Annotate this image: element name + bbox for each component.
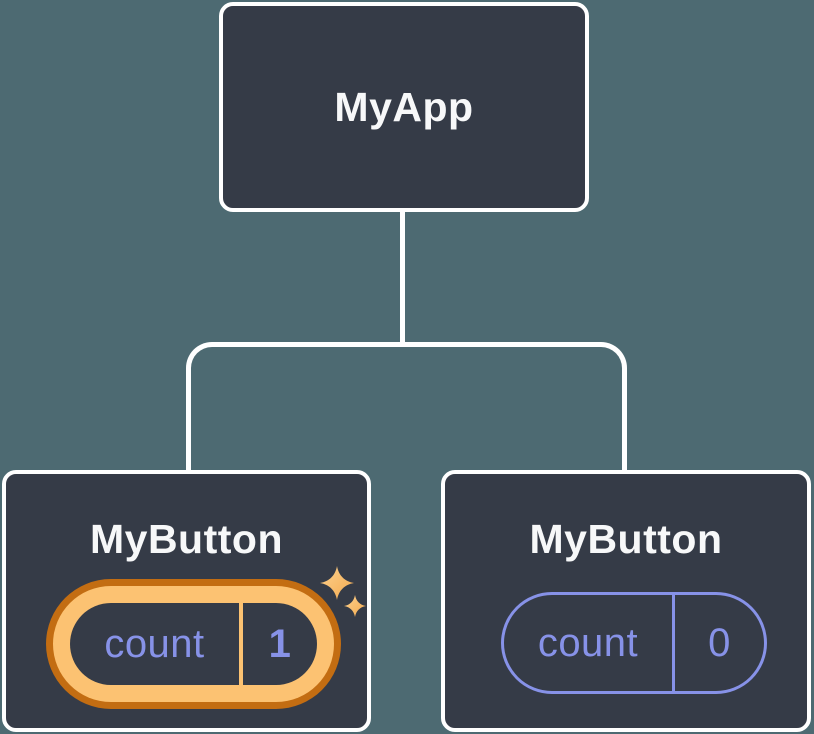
sparkle-icon (344, 595, 366, 617)
state-pill-right: count 0 (501, 592, 767, 694)
child-node-mybutton-left: MyButton count 1 (2, 470, 371, 732)
child-node-label: MyButton (89, 516, 283, 562)
sparkle-icon (320, 566, 354, 600)
state-pill-highlight-ring-outer: count 1 (46, 579, 341, 709)
state-pill-highlight-ring-inner: count 1 (53, 586, 334, 702)
state-value-label: 1 (268, 621, 292, 666)
child-node-label: MyButton (529, 516, 723, 562)
connector-branch-bracket (186, 342, 627, 472)
state-value-cell: 1 (243, 603, 317, 685)
state-pill-divider (239, 603, 243, 685)
connector-root-to-branch (400, 210, 405, 346)
root-node-myapp: MyApp (219, 2, 589, 212)
state-value-cell: 0 (675, 595, 764, 691)
state-value-label: 0 (708, 620, 731, 665)
state-key-cell: count (70, 603, 239, 685)
state-pill-left: count 1 (70, 603, 317, 685)
state-key-cell: count (504, 595, 672, 691)
state-key-label: count (104, 621, 205, 666)
root-node-label: MyApp (334, 83, 474, 130)
child-node-mybutton-right: MyButton count 0 (441, 470, 811, 732)
state-key-label: count (537, 620, 639, 665)
state-pill-divider (672, 595, 675, 691)
